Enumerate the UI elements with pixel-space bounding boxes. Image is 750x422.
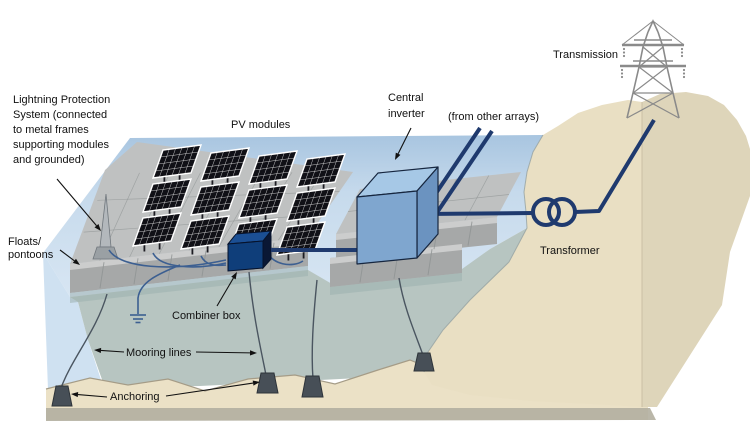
pv-module (295, 153, 347, 193)
label-line: Central (388, 92, 424, 104)
transmission-label: Transmission (553, 49, 618, 61)
label-line: System (connected (13, 109, 108, 121)
mooring-line-3 (311, 279, 318, 380)
ac-cable-inverter-to-transformer (423, 211, 534, 216)
anchoring-label: Anchoring (110, 391, 160, 403)
ground-wire (137, 264, 181, 314)
pv-modules-label: PV modules (231, 119, 291, 131)
central-inverter-box (356, 166, 439, 265)
label-line: Floats/ (8, 236, 42, 248)
combiner-box (226, 229, 273, 272)
pv-module (131, 212, 183, 252)
land-side (642, 92, 750, 407)
land-front (424, 100, 642, 407)
mooring-line-4 (398, 277, 424, 356)
pv-module (141, 178, 193, 218)
combiner-box-label: Combiner box (172, 310, 241, 322)
mooring-lines (60, 271, 424, 389)
label-line: to metal frames (13, 124, 89, 136)
anchor-1 (51, 385, 73, 407)
pv-module-array (131, 144, 347, 261)
inverter-platform-shadow (330, 273, 462, 295)
combiner-box-front (227, 240, 264, 272)
underwater-face (70, 228, 527, 388)
platform-waterline-shadow (70, 266, 308, 303)
central-inverter-label: Central inverter (388, 90, 425, 122)
insulator-strings (620, 47, 686, 79)
label-line: Lightning Protection (13, 94, 111, 106)
inverter-front (356, 190, 418, 265)
transformer-label: Transformer (540, 245, 600, 257)
pv-module (189, 181, 241, 221)
wire-3 (200, 255, 227, 267)
pv-module (237, 184, 289, 224)
floats-pontoons-label: Floats/ pontoons (8, 236, 53, 262)
lightning-protection-label: Lightning Protection System (connected t… (13, 93, 110, 168)
anchors (51, 352, 435, 407)
mooring-line-1 (60, 293, 108, 389)
pv-module (285, 187, 337, 227)
shoreline (423, 134, 544, 373)
label-line: inverter (388, 108, 425, 120)
annotation-arrows (56, 127, 412, 398)
lightning-rod-base (92, 246, 119, 260)
mooring-lines-label: Mooring lines (126, 347, 192, 359)
pv-module (275, 221, 327, 261)
label-line: and grounded) (13, 154, 85, 166)
from-other-arrays-label: (from other arrays) (448, 111, 540, 123)
ac-cable-transformer-to-tower (574, 118, 656, 214)
anchor-2 (256, 372, 279, 394)
pv-module (247, 150, 299, 190)
label-line: pontoons (8, 249, 54, 261)
ground-symbol (130, 314, 146, 324)
label-line: supporting modules (13, 139, 110, 151)
water-left-wall (43, 253, 103, 390)
anchor-3 (301, 375, 324, 398)
pv-module (179, 215, 231, 255)
mooring-line-2 (248, 271, 267, 376)
seabed (46, 360, 648, 420)
block-bottom-strip (46, 408, 656, 421)
anchor-4 (413, 352, 435, 372)
pv-module (151, 144, 203, 184)
transmission-tower (620, 19, 686, 119)
